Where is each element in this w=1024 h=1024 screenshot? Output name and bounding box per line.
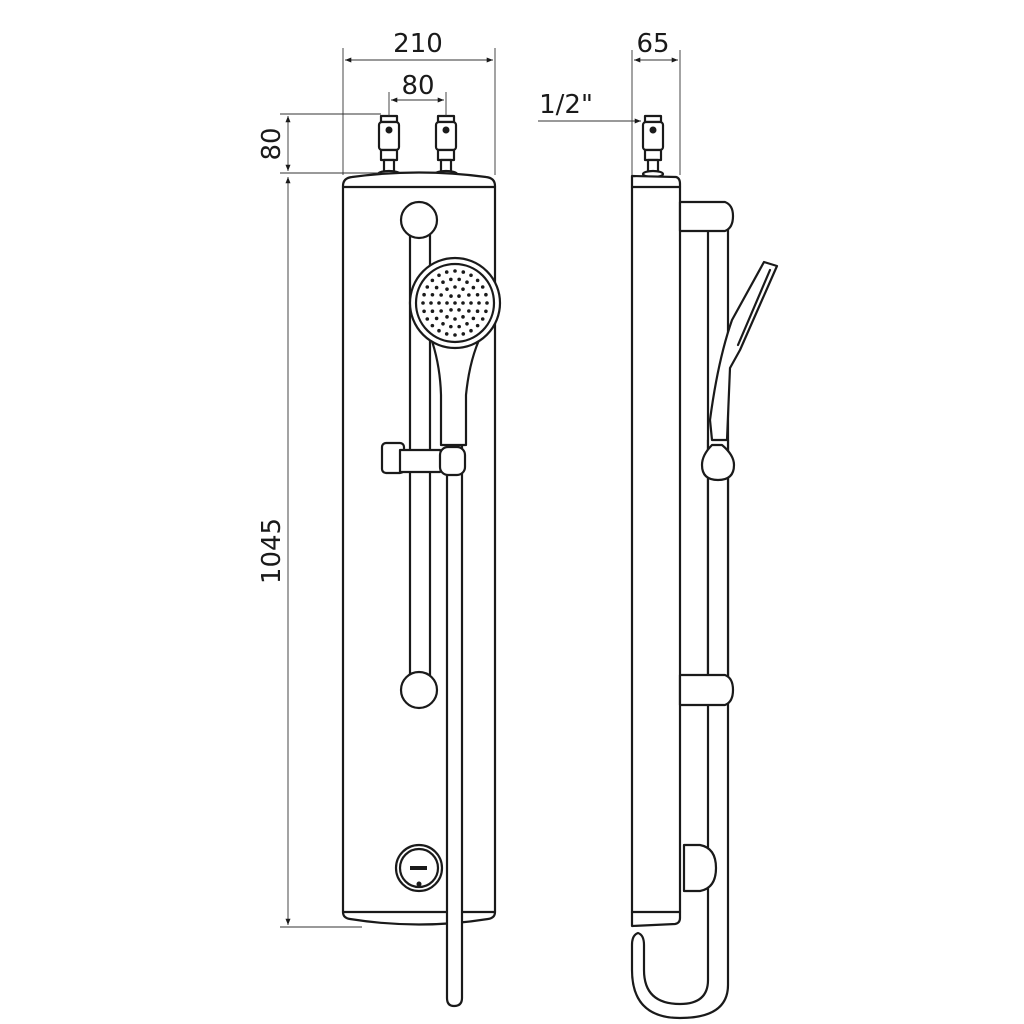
front-view xyxy=(341,114,502,1008)
spray-nozzle xyxy=(430,309,435,314)
handshower-slider xyxy=(380,441,467,477)
spray-nozzle xyxy=(471,285,476,290)
inlet-fitting-right xyxy=(433,114,459,179)
rail-knob-bottom xyxy=(399,670,439,710)
spray-nozzle xyxy=(437,328,441,333)
spray-nozzle xyxy=(430,323,435,328)
bracket-bottom xyxy=(678,673,735,707)
spray-nozzle xyxy=(429,301,433,305)
spray-nozzle xyxy=(457,308,461,312)
spray-nozzle xyxy=(449,277,453,282)
dimension-width: 210 xyxy=(342,29,496,175)
spray-nozzle xyxy=(430,292,435,297)
width-label: 210 xyxy=(393,29,443,59)
spray-nozzle xyxy=(453,269,457,273)
bracket-top xyxy=(678,200,735,233)
spray-nozzle xyxy=(471,316,476,321)
spray-nozzle xyxy=(445,301,449,305)
spray-nozzle xyxy=(445,315,449,319)
spray-nozzle xyxy=(449,308,453,312)
inlet-fitting-left xyxy=(376,114,402,179)
spray-nozzle xyxy=(461,270,466,274)
spray-nozzle xyxy=(437,301,441,305)
spray-nozzle xyxy=(469,301,473,305)
spray-nozzle xyxy=(422,292,426,297)
spray-nozzle xyxy=(425,285,430,289)
spray-nozzle xyxy=(437,273,441,278)
spray-nozzle xyxy=(449,294,453,298)
height-label: 1045 xyxy=(257,518,287,584)
spray-nozzle xyxy=(444,270,449,274)
rail-knob-top xyxy=(399,200,439,240)
spray-nozzle xyxy=(475,292,480,297)
depth-label: 65 xyxy=(636,29,669,59)
slider-knob-side xyxy=(700,443,736,482)
spray-nozzle xyxy=(453,333,457,337)
spray-nozzle xyxy=(469,328,473,333)
spray-nozzle xyxy=(465,321,469,326)
spray-nozzle xyxy=(469,273,473,278)
spray-nozzle xyxy=(453,285,457,289)
spray-nozzle xyxy=(467,309,471,313)
spray-nozzle xyxy=(441,321,445,326)
spray-nozzle xyxy=(480,285,485,289)
spray-nozzle xyxy=(457,294,461,298)
spray-nozzle xyxy=(449,324,453,329)
inlet-spacing-label: 80 xyxy=(401,71,434,101)
spray-nozzle xyxy=(453,317,457,321)
spray-nozzle xyxy=(475,309,480,314)
hose-loop xyxy=(630,438,730,1020)
dimension-depth: 65 xyxy=(631,29,681,175)
spray-nozzle xyxy=(445,287,449,291)
spray-nozzle xyxy=(439,293,443,297)
spray-nozzle xyxy=(430,278,435,283)
dimension-thread: 1/2" xyxy=(538,90,641,124)
spray-nozzle xyxy=(434,316,439,321)
inlet-height-label: 80 xyxy=(257,127,287,160)
spray-nozzle xyxy=(425,317,430,321)
spray-nozzle xyxy=(475,278,480,283)
handshower-side xyxy=(708,260,779,442)
thread-label: 1/2" xyxy=(539,90,593,120)
spray-nozzle xyxy=(484,309,488,314)
spray-nozzle xyxy=(485,301,489,305)
hose-connector xyxy=(682,843,718,893)
spray-nozzle xyxy=(457,324,461,329)
spray-nozzle xyxy=(444,332,449,336)
push-button xyxy=(394,843,444,893)
spray-nozzle xyxy=(441,280,445,285)
spray-nozzle xyxy=(453,301,457,305)
panel-side xyxy=(630,174,682,928)
handshower-handle xyxy=(426,328,486,447)
spray-nozzle xyxy=(439,309,443,313)
dimension-inlet-spacing: 80 xyxy=(388,71,447,116)
spray-nozzle xyxy=(467,293,471,297)
dimension-inlet-height: 80 xyxy=(257,113,381,174)
inlet-fitting-side xyxy=(641,114,665,179)
shower-hose xyxy=(445,443,464,1008)
spray-nozzle xyxy=(422,309,426,314)
spray-nozzle xyxy=(461,315,465,319)
spray-nozzle xyxy=(457,277,461,282)
spray-nozzle xyxy=(484,292,488,297)
spray-nozzle xyxy=(421,301,425,305)
spray-nozzle xyxy=(465,280,469,285)
spray-nozzle xyxy=(480,317,485,321)
spray-nozzle xyxy=(434,285,439,290)
spray-nozzle xyxy=(461,332,466,336)
spray-nozzle xyxy=(461,287,465,291)
spray-nozzle xyxy=(461,301,465,305)
spray-nozzle xyxy=(475,323,480,328)
spray-nozzle xyxy=(477,301,481,305)
dimension-height: 1045 xyxy=(257,176,362,928)
side-view xyxy=(630,114,779,1020)
spray-nozzles xyxy=(421,269,489,337)
